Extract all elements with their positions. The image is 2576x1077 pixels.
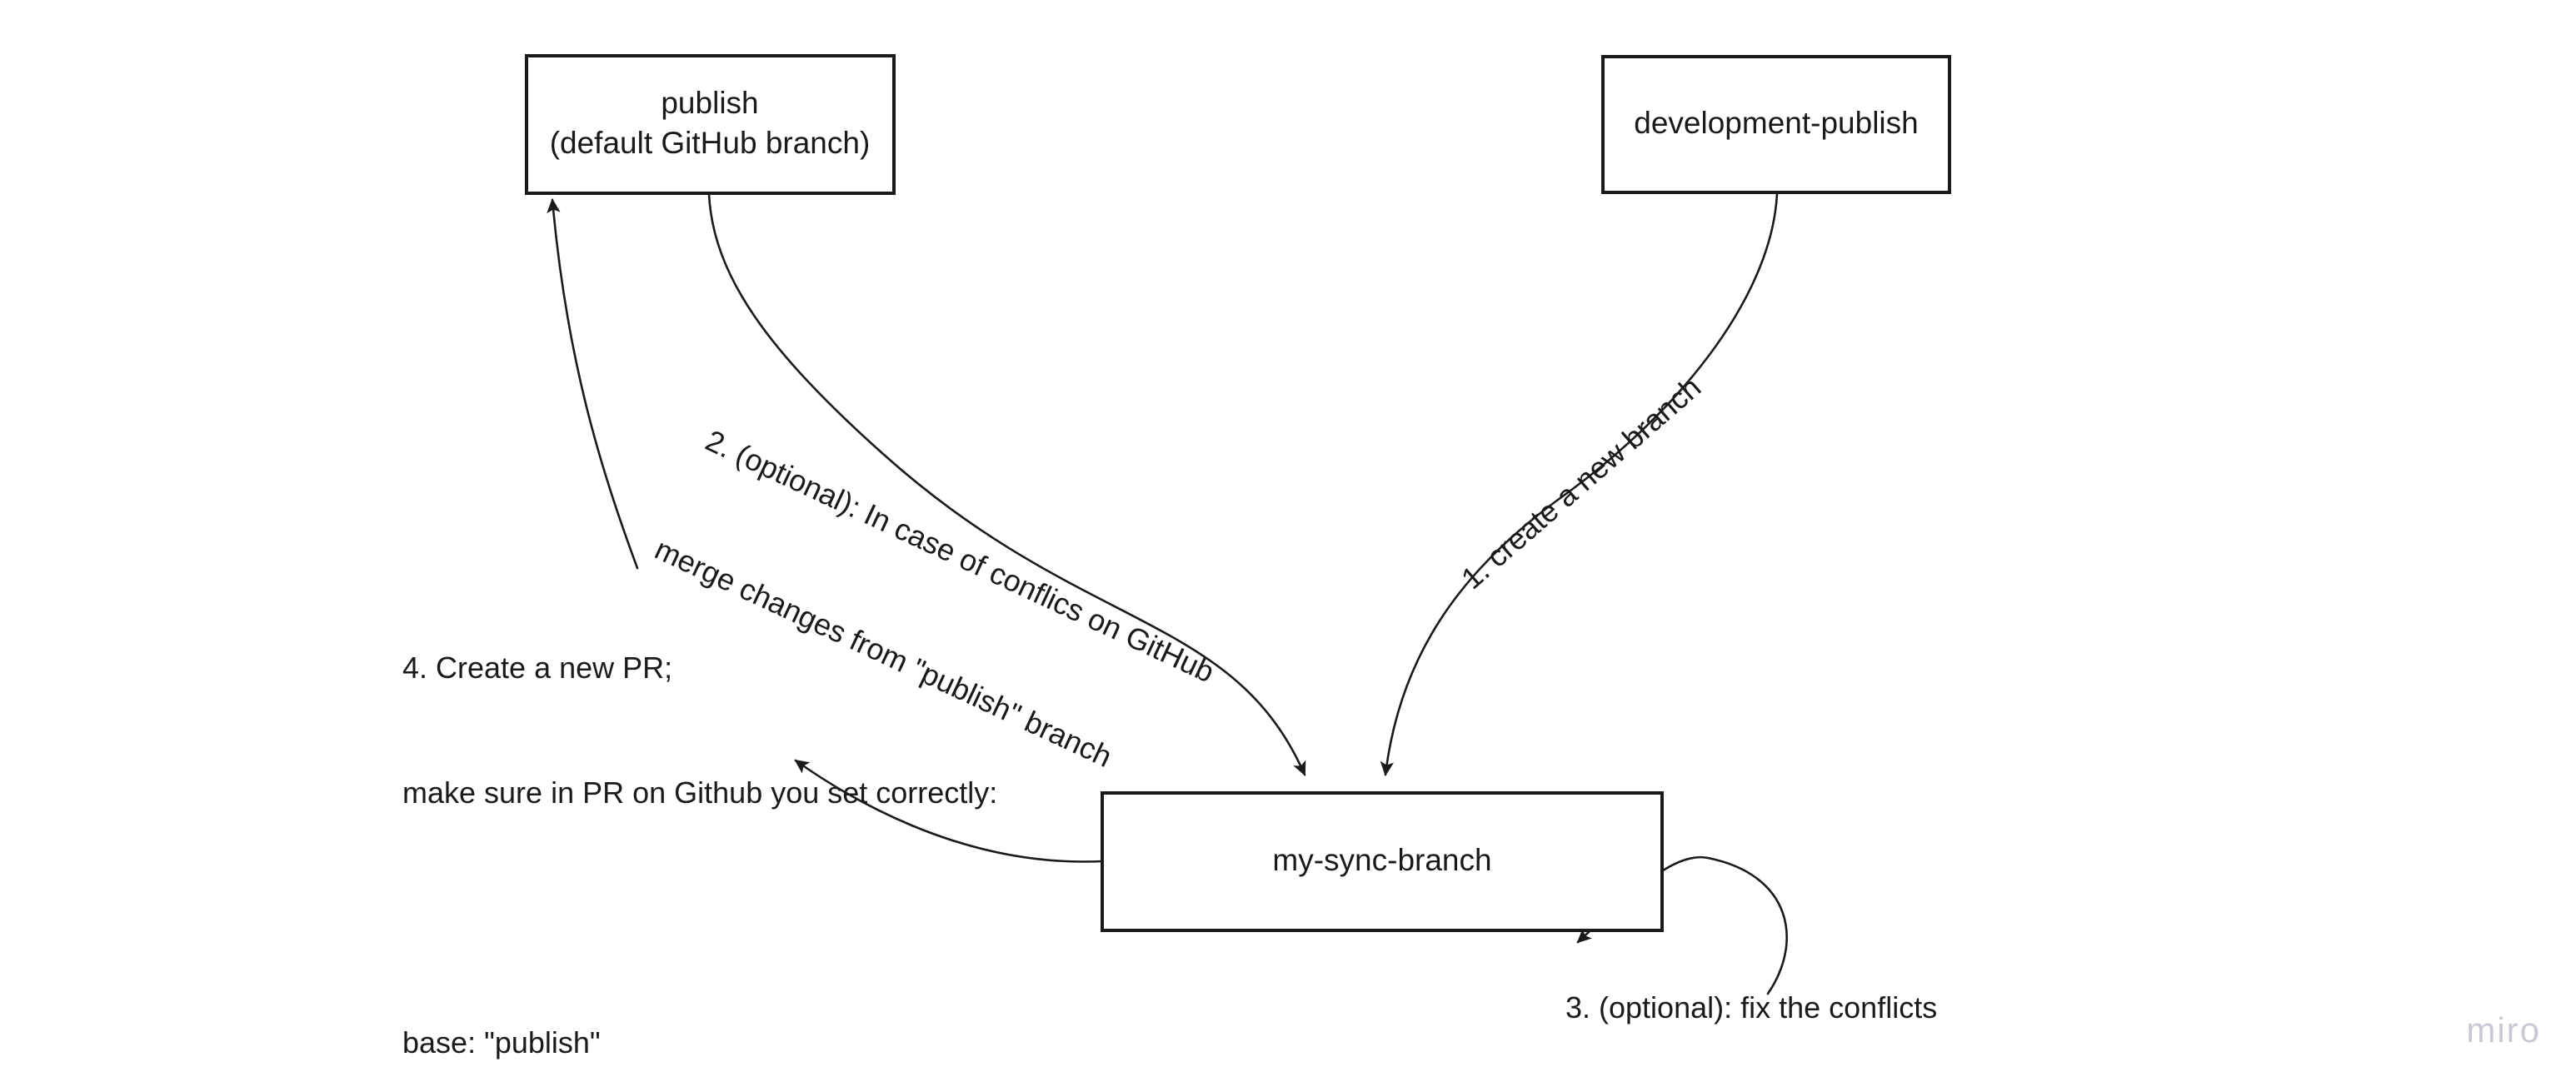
edge-create-pr (794, 759, 1104, 863)
note-create-pr-line4: base: "publish" (402, 1025, 601, 1060)
node-publish-box[interactable] (525, 54, 896, 195)
node-publish[interactable]: publish (default GitHub branch) (525, 54, 896, 195)
edge-label-fix-conflicts: 3. (optional): fix the conflicts (1565, 990, 1937, 1025)
node-publish-label-line1: publish (661, 86, 758, 120)
node-development-publish[interactable]: development-publish (1601, 55, 1951, 194)
node-development-publish-label: development-publish (1634, 106, 1918, 140)
edge-merge-publish (707, 192, 1306, 776)
edge-create-branch (1380, 192, 1779, 776)
miro-watermark: miro (2466, 1010, 2541, 1050)
note-create-pr-line1: 4. Create a new PR; (402, 651, 673, 685)
node-my-sync-branch[interactable]: my-sync-branch (1101, 791, 1664, 932)
edge-create-pr-tail (547, 198, 639, 570)
note-create-pr-spacer (402, 897, 997, 939)
node-my-sync-branch-label: my-sync-branch (1272, 843, 1491, 877)
note-create-pr-line2: make sure in PR on Github you set correc… (402, 775, 998, 810)
node-my-sync-branch-box[interactable] (1101, 791, 1664, 932)
node-publish-label-line2: (default GitHub branch) (550, 126, 871, 160)
note-create-pr: 4. Create a new PR; make sure in PR on G… (402, 564, 997, 1077)
node-development-publish-box[interactable] (1601, 55, 1951, 194)
